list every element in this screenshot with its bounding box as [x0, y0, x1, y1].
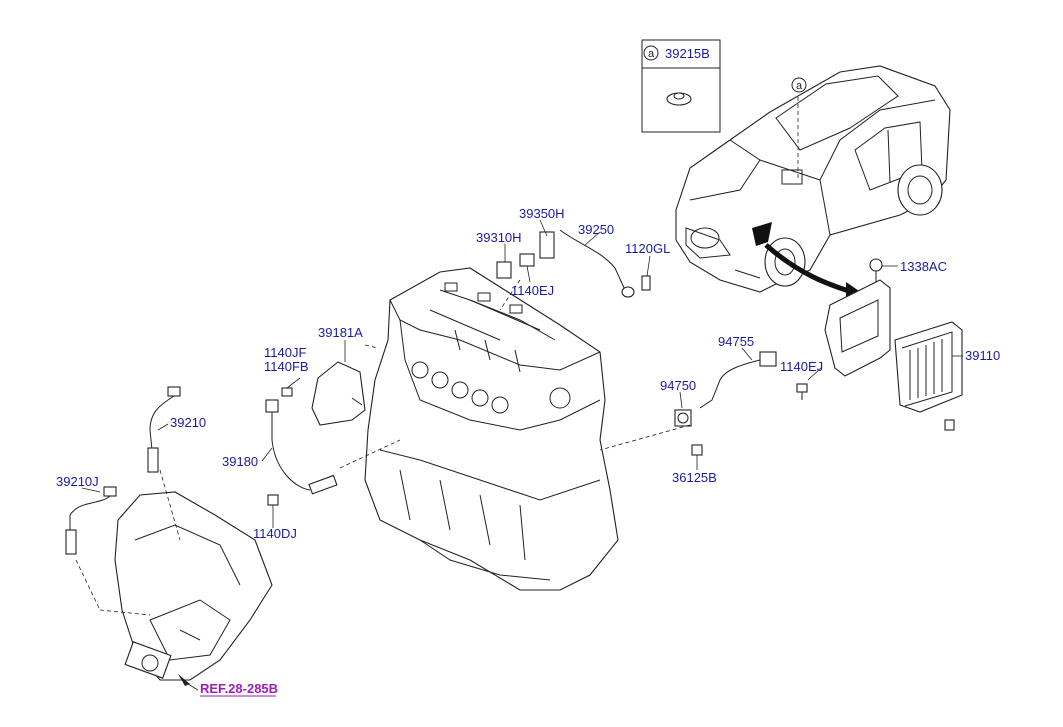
- cam-sensor: [496, 229, 651, 298]
- bolt-1140DJ: [267, 494, 279, 506]
- label-1140JF[interactable]: 1140JF: [264, 345, 306, 360]
- reference-label[interactable]: REF.28-285B: [200, 681, 278, 696]
- label-94755[interactable]: 94755: [718, 334, 754, 349]
- bolt-1140JF: [281, 387, 293, 397]
- label-1140DJ[interactable]: 1140DJ: [253, 526, 297, 541]
- label-1140EJ-top[interactable]: 1140EJ: [511, 283, 554, 298]
- oxygen-sensor-39210: [147, 386, 181, 473]
- label-39350H[interactable]: 39350H: [519, 206, 565, 221]
- oxygen-sensor-39210J: [65, 486, 117, 555]
- callout-letter: a: [648, 48, 655, 60]
- label-39181A[interactable]: 39181A: [318, 325, 363, 340]
- bolt-36125B: [691, 444, 703, 456]
- label-39250[interactable]: 39250: [578, 222, 614, 237]
- oxygen-sensor-39180: [265, 399, 338, 495]
- car-marker-letter: a: [796, 80, 803, 92]
- label-39210J[interactable]: 39210J: [56, 474, 99, 489]
- label-1140EJ-right[interactable]: 1140EJ: [780, 359, 823, 374]
- callout-part-label[interactable]: 39215B: [665, 46, 710, 61]
- label-36125B[interactable]: 36125B: [672, 470, 717, 485]
- label-39210[interactable]: 39210: [170, 415, 206, 430]
- label-1338AC[interactable]: 1338AC: [900, 259, 947, 274]
- vehicle-illustration: a: [675, 65, 951, 300]
- label-1120GL[interactable]: 1120GL: [625, 241, 670, 256]
- label-39310H[interactable]: 39310H: [476, 230, 522, 245]
- knock-sensor: [674, 351, 777, 427]
- label-39180[interactable]: 39180: [222, 454, 258, 469]
- label-94750[interactable]: 94750: [660, 378, 696, 393]
- heat-shield: [311, 361, 366, 426]
- label-1140FB[interactable]: 1140FB: [264, 359, 309, 374]
- engine-block: [364, 267, 619, 591]
- exhaust-manifold: [114, 491, 273, 681]
- callout-box: a 39215B: [641, 39, 721, 133]
- label-39110[interactable]: 39110: [965, 348, 1000, 363]
- reference-link[interactable]: REF.28-285B: [178, 674, 278, 697]
- ecu-assembly: [796, 258, 963, 431]
